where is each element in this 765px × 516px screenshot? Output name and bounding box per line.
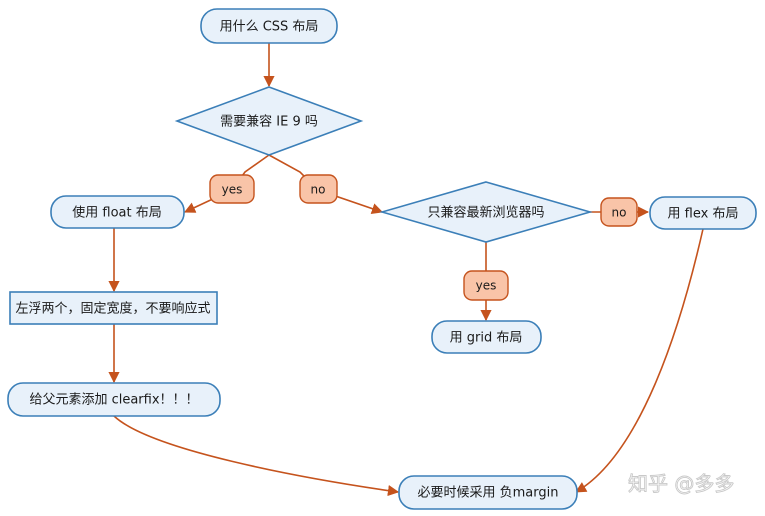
edge-flex-to-negmargin [575, 228, 704, 493]
node-grid-label: 用 grid 布局 [450, 331, 523, 346]
node-modern-decision[interactable]: 只兼容最新浏览器吗 [379, 181, 593, 243]
node-grid[interactable]: 用 grid 布局 [431, 320, 542, 354]
label-modern-no-text: no [612, 206, 627, 220]
node-fixed-width[interactable]: 左浮两个，固定宽度，不要响应式 [9, 291, 218, 325]
node-clearfix-label: 给父元素添加 clearfix！！！ [29, 393, 198, 408]
node-float[interactable]: 使用 float 布局 [50, 195, 185, 229]
node-ie9-decision[interactable]: 需要兼容 IE 9 吗 [174, 86, 364, 156]
watermark: 知乎 @多多 [628, 472, 734, 496]
node-clearfix[interactable]: 给父元素添加 clearfix！！！ [7, 382, 221, 417]
node-flex[interactable]: 用 flex 布局 [649, 196, 757, 230]
node-neg-margin-label: 必要时候采用 负margin [418, 486, 559, 501]
node-modern-label: 只兼容最新浏览器吗 [427, 205, 544, 221]
node-ie9-label: 需要兼容 IE 9 吗 [220, 114, 318, 130]
label-ie9-yes: yes [209, 174, 255, 204]
node-neg-margin[interactable]: 必要时候采用 负margin [398, 475, 578, 510]
label-modern-yes: yes [463, 270, 509, 301]
edges [108, 43, 704, 497]
label-ie9-no-text: no [311, 183, 326, 197]
label-modern-yes-text: yes [476, 279, 497, 293]
node-float-label: 使用 float 布局 [72, 205, 161, 221]
label-ie9-yes-text: yes [222, 183, 243, 197]
label-ie9-no: no [299, 174, 338, 204]
edge-clearfix-to-negmargin [113, 415, 400, 497]
label-modern-no: no [600, 197, 638, 227]
node-flex-label: 用 flex 布局 [668, 207, 739, 222]
node-fixed-width-label: 左浮两个，固定宽度，不要响应式 [15, 301, 210, 317]
node-start-label: 用什么 CSS 布局 [220, 20, 319, 35]
node-start[interactable]: 用什么 CSS 布局 [200, 8, 338, 44]
